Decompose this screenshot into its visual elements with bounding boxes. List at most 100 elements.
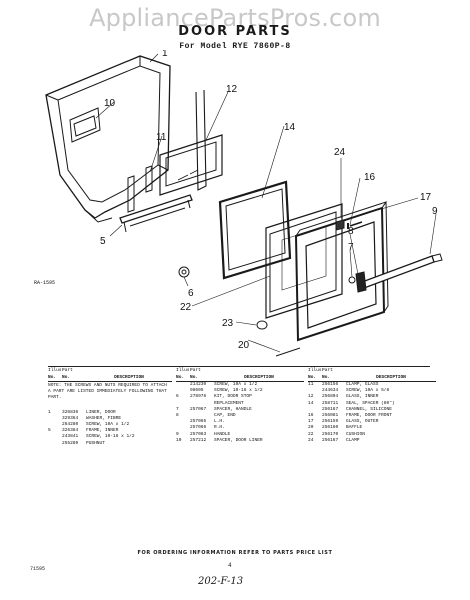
ordering-note: FOR ORDERING INFORMATION REFER TO PARTS …	[137, 550, 333, 556]
glass-clamp-drawing	[127, 165, 153, 213]
description-cell: REPLACEMENT	[214, 400, 244, 406]
table-top-rule	[48, 366, 430, 367]
part-no-cell: 278976	[190, 394, 207, 400]
table-row: 6 278976 KIT, DOOR STOP	[176, 394, 304, 400]
illus-no-cell: 12	[308, 394, 314, 400]
document-code: 71595	[30, 566, 46, 572]
door-stop-drawing	[178, 266, 190, 278]
clamp-drawing	[335, 219, 345, 231]
part-no-cell: 256160	[322, 425, 339, 431]
description-cell: CUSHION	[346, 431, 365, 437]
part-no-cell: 257066	[190, 425, 207, 431]
description-cell: WASHER, FIBRE	[86, 415, 122, 421]
page-number: 4	[228, 562, 232, 569]
callout-1: 1	[162, 50, 168, 59]
description-cell: SCREW, 10A x 1/2	[86, 422, 130, 428]
screw-drawing	[347, 221, 363, 229]
callout-6: 6	[188, 288, 194, 299]
diagram-ref-code: RA-1595	[34, 280, 55, 286]
illus-no-cell: 8	[176, 413, 179, 419]
table-row: 214230 SCREW, 10A x 1/2	[176, 382, 304, 388]
inner-frame-drawing	[119, 194, 193, 233]
table-row: REPLACEMENT	[176, 401, 304, 407]
description-cell: KIT, DOOR STOP	[214, 394, 252, 400]
seal-spacer-drawing	[218, 180, 292, 280]
part-no-cell: 257065	[190, 419, 207, 425]
illus-no-cell: 14	[308, 400, 314, 406]
description-cell: SCREW, 10-16 x 1/2	[86, 434, 135, 440]
part-no-cell: 214230	[190, 382, 207, 387]
description-cell: R.H.	[214, 425, 225, 431]
callout-17: 17	[420, 192, 432, 203]
header-bottom-row: No. No. DESCRIPTION	[48, 375, 172, 382]
col3-rows: 11 256156 CLAMP, GLASS 244634 SCREW, 10A x 5…	[308, 382, 436, 444]
table-row: 8 CAP, END	[176, 413, 304, 419]
callout-24: 24	[334, 147, 346, 158]
illus-no-cell: 5	[48, 428, 51, 434]
part-no-cell: 326836	[62, 409, 79, 415]
part-no-cell: 256167	[322, 437, 339, 443]
inner-glass-drawing	[159, 134, 223, 196]
door-front-frame-drawing	[294, 201, 389, 342]
description-cell: CLAMP, GLASS	[346, 382, 379, 387]
callout-16: 16	[364, 172, 376, 183]
description-cell: GLASS, INNER	[346, 394, 379, 400]
part-no-cell: 256081	[322, 413, 339, 419]
description-cell: CLAMP	[346, 437, 360, 443]
callout-11: 11	[156, 132, 167, 143]
description-cell: SPACER, DOOR LINER	[214, 437, 263, 443]
table-row: 5 326384 FRAME, INNER	[48, 428, 172, 434]
description-cell: SCREW, 10-16 x 1/2	[214, 388, 263, 394]
part-no-cell: 256156	[322, 382, 339, 387]
parts-table: Illus. Part No. No. DESCRIPTION NOTE: TH…	[48, 368, 436, 470]
parts-column-1: Illus. Part No. No. DESCRIPTION NOTE: TH…	[48, 368, 172, 447]
description-cell: BAFFLE	[346, 425, 363, 431]
description-cell: CAP, END	[214, 413, 236, 419]
illus-no-cell: 1	[48, 409, 51, 415]
model-line: For Model RYE 7860P-8	[179, 42, 291, 51]
callout-7: 7	[348, 242, 354, 253]
description-cell: SEAL, SPACER (80")	[346, 400, 395, 406]
description-cell: SCREW, 10A x 1/2	[214, 382, 258, 387]
illus-no-cell: 10	[176, 437, 182, 443]
description-cell: L.H.	[214, 419, 225, 425]
end-cap-drawing	[348, 271, 367, 293]
illus-no-cell: 16	[308, 413, 314, 419]
page-title: DOOR PARTS	[178, 24, 292, 39]
callout-8: 8	[348, 226, 354, 237]
callout-20: 20	[238, 340, 250, 351]
description-cell: SCREW, 10A x 5/8	[346, 388, 390, 394]
description-cell: SPACER, HANDLE	[214, 406, 252, 412]
part-no-cell: 256804	[322, 394, 339, 400]
illus-no-cell: 11	[308, 382, 314, 387]
illus-no-cell: 22	[308, 431, 314, 437]
description-cell: GLASS, OUTER	[346, 419, 379, 425]
description-cell: FRAME, INNER	[86, 428, 119, 434]
illus-no-cell: 6	[176, 394, 179, 400]
illus-no-cell: 9	[176, 431, 179, 437]
part-no-cell: 258711	[322, 400, 339, 406]
exploded-door-diagram: 1 12 10 11 14 24 16 17 9 5 8 7 6 22 23 2…	[34, 50, 443, 357]
baffle-drawing	[275, 347, 301, 357]
part-no-cell: 326384	[62, 428, 79, 434]
table-row: 257065 L.H.	[176, 419, 304, 425]
watermark: AppliancePartsPros.com	[89, 4, 381, 32]
cushion-drawing	[256, 320, 268, 330]
part-no-cell: 244634	[322, 388, 339, 394]
part-no-cell: 255280	[62, 440, 79, 446]
header-top-row: Illus. Part	[308, 368, 333, 373]
description-cell: CHANNEL, SILICONE	[346, 406, 392, 412]
callout-23: 23	[222, 318, 234, 329]
